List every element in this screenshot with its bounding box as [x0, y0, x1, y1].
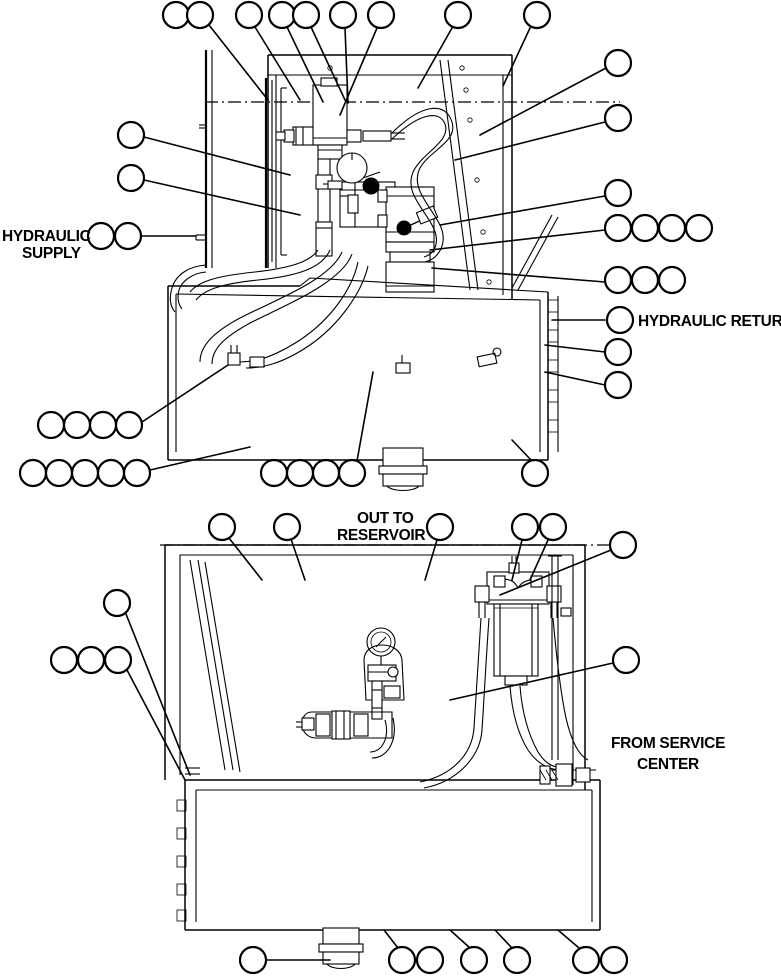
lower-deck-slope	[189, 559, 241, 773]
callout-balloon[interactable]	[272, 512, 302, 542]
callout-balloon[interactable]	[259, 458, 289, 488]
callout-balloon[interactable]	[207, 512, 237, 542]
callout-balloon[interactable]	[267, 0, 297, 30]
upper-tank-body	[167, 277, 559, 461]
diagram-text-labels: HYDRAULIC SUPPLY HYDRAULIC RETURN OUT TO…	[2, 228, 781, 773]
callout-balloon[interactable]	[44, 458, 74, 488]
callout-balloon[interactable]	[285, 458, 315, 488]
callout-balloon[interactable]	[611, 645, 641, 675]
callout-balloon[interactable]	[522, 0, 552, 30]
tank-top-fittings	[227, 345, 502, 374]
callout-balloon[interactable]	[603, 370, 633, 400]
valve-fitting-cluster	[275, 126, 405, 146]
callout-balloon[interactable]	[116, 163, 146, 193]
callout-balloon[interactable]	[520, 458, 550, 488]
hydraulic-filter-assembly	[474, 556, 572, 686]
callout-balloon[interactable]	[425, 512, 455, 542]
callout-balloon[interactable]	[96, 458, 126, 488]
hydraulic-hose-upper-arc	[391, 107, 454, 263]
callout-balloon[interactable]	[311, 458, 341, 488]
callout-balloon[interactable]	[603, 213, 633, 243]
callout-balloon[interactable]	[234, 0, 264, 30]
lower-view	[160, 544, 620, 970]
callout-balloon[interactable]	[657, 265, 687, 295]
callout-balloon[interactable]	[510, 512, 540, 542]
callout-balloon[interactable]	[459, 945, 489, 975]
callout-balloon[interactable]	[443, 0, 473, 30]
label-out-to-reservoir-line1: OUT TO	[357, 510, 414, 527]
callout-balloon[interactable]	[86, 221, 116, 251]
callout-balloon[interactable]	[630, 213, 660, 243]
callout-balloon[interactable]	[657, 213, 687, 243]
callout-balloon[interactable]	[603, 337, 633, 367]
callout-balloon[interactable]	[114, 410, 144, 440]
callout-balloon[interactable]	[608, 530, 638, 560]
upper-view	[167, 50, 620, 492]
callout-balloon[interactable]	[76, 645, 106, 675]
lower-callout-leaders	[125, 537, 614, 961]
callout-balloon[interactable]	[185, 0, 215, 30]
callout-balloon[interactable]	[113, 221, 143, 251]
label-hydraulic-supply-line2: SUPPLY	[22, 245, 82, 262]
callout-balloon[interactable]	[502, 945, 532, 975]
callout-balloon[interactable]	[88, 410, 118, 440]
upper-right-rod	[511, 214, 559, 291]
callout-balloon[interactable]	[337, 458, 367, 488]
callout-balloon[interactable]	[328, 0, 358, 30]
callout-balloon[interactable]	[291, 0, 321, 30]
valve-down-tube	[315, 159, 333, 257]
callout-balloon[interactable]	[415, 945, 445, 975]
label-out-to-reservoir-line2: RESERVOIR	[337, 527, 425, 544]
callout-balloon[interactable]	[603, 103, 633, 133]
hydraulic-hose-lower-left	[169, 249, 331, 313]
callout-balloon[interactable]	[603, 48, 633, 78]
upper-cabinet-struts	[439, 59, 479, 291]
callout-balloon[interactable]	[62, 410, 92, 440]
label-hydraulic-supply-line1: HYDRAULIC	[2, 228, 91, 245]
callout-balloons[interactable]	[18, 0, 714, 975]
callout-balloon[interactable]	[630, 265, 660, 295]
callout-balloon-hydraulic-return[interactable]	[605, 305, 635, 335]
label-hydraulic-return: HYDRAULIC RETURN	[638, 313, 781, 330]
callout-balloon[interactable]	[603, 178, 633, 208]
callout-balloon[interactable]	[161, 0, 191, 30]
lower-right-standpipe	[548, 555, 562, 760]
callout-balloon[interactable]	[366, 0, 396, 30]
callout-balloon[interactable]	[238, 945, 268, 975]
callout-balloon[interactable]	[538, 512, 568, 542]
pump-head-assembly	[377, 186, 439, 293]
solenoid-valve-body	[312, 77, 348, 160]
upper-tank-left-wall	[195, 50, 213, 268]
lower-reservoir-deck	[164, 544, 586, 790]
callout-balloon[interactable]	[387, 945, 417, 975]
callout-balloon[interactable]	[116, 120, 146, 150]
service-center-connection	[539, 763, 596, 787]
label-from-service-center-line2: CENTER	[637, 756, 699, 773]
callout-balloon[interactable]	[122, 458, 152, 488]
lower-tank-body	[176, 779, 601, 931]
callout-balloon[interactable]	[49, 645, 79, 675]
lower-tank-drain-boss	[318, 927, 364, 970]
hydraulic-hose-main-sweep	[199, 251, 369, 369]
callout-balloon[interactable]	[18, 458, 48, 488]
callout-balloon[interactable]	[70, 458, 100, 488]
callout-balloon[interactable]	[599, 945, 629, 975]
callout-balloon[interactable]	[36, 410, 66, 440]
tank-drain-boss	[378, 447, 428, 492]
callout-balloon[interactable]	[603, 265, 633, 295]
callout-balloon[interactable]	[102, 588, 132, 618]
label-from-service-center-line1: FROM SERVICE	[611, 735, 725, 752]
callout-balloon[interactable]	[684, 213, 714, 243]
lower-gauge-valve-assembly	[296, 627, 405, 759]
callout-balloon[interactable]	[571, 945, 601, 975]
callout-balloon[interactable]	[103, 645, 133, 675]
upper-callout-leaders	[140, 24, 607, 471]
